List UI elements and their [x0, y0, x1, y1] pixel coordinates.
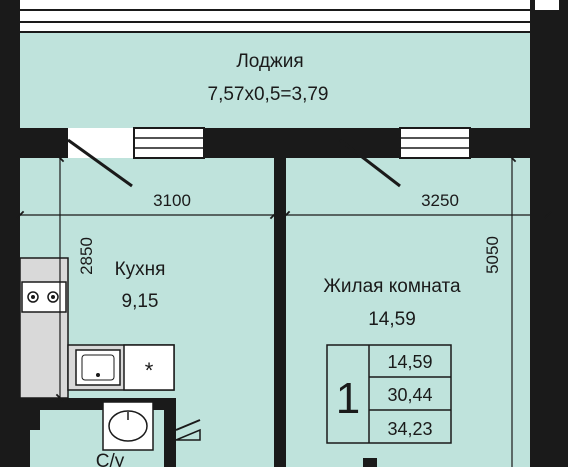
living-depth-dim: 5050 — [483, 236, 502, 274]
kitchen-label: Кухня — [115, 259, 166, 280]
living-area: 14,59 — [368, 309, 416, 330]
kitchen-counter — [19, 257, 69, 399]
wall-bathroom-left — [30, 410, 40, 430]
svg-text:*: * — [145, 358, 154, 383]
kitchen-area: 9,15 — [122, 291, 159, 312]
kitchen-depth-dim: 2850 — [77, 237, 96, 275]
summary-total-area: 34,23 — [387, 419, 432, 439]
loggia-railing — [18, 0, 530, 32]
living-label: Жилая комната — [323, 276, 461, 297]
wall-partition — [274, 158, 286, 467]
area-summary-table — [326, 344, 452, 444]
door-swing-icon — [175, 419, 201, 431]
fridge-icon: * — [123, 344, 175, 391]
window-icon — [133, 127, 205, 159]
door-swing-icon — [67, 138, 133, 188]
loggia-label: Лоджия — [236, 51, 303, 72]
wall-right-top-gap — [535, 0, 559, 10]
sink-icon — [75, 349, 121, 386]
wall-bathroom-right — [164, 398, 176, 467]
rooms-count: 1 — [336, 374, 360, 423]
wall-loggia — [470, 128, 568, 158]
wall-loggia — [204, 128, 400, 158]
summary-living-area: 14,59 — [387, 352, 432, 372]
wall-stub — [363, 458, 377, 467]
wall-right — [530, 0, 568, 467]
wall-bathroom-inner — [20, 398, 30, 467]
door-swing-icon — [175, 428, 201, 441]
bathroom-label: С/у — [96, 451, 125, 467]
wall-loggia — [0, 128, 68, 158]
toilet-icon — [102, 401, 154, 451]
window-icon — [399, 127, 471, 159]
door-swing-icon — [339, 138, 401, 188]
loggia-area: 7,57х0,5=3,79 — [208, 84, 329, 105]
living-width-dim: 3250 — [421, 191, 459, 210]
wall-left — [0, 0, 20, 467]
kitchen-width-dim: 3100 — [153, 191, 191, 210]
summary-area-without-loggia: 30,44 — [387, 385, 432, 405]
